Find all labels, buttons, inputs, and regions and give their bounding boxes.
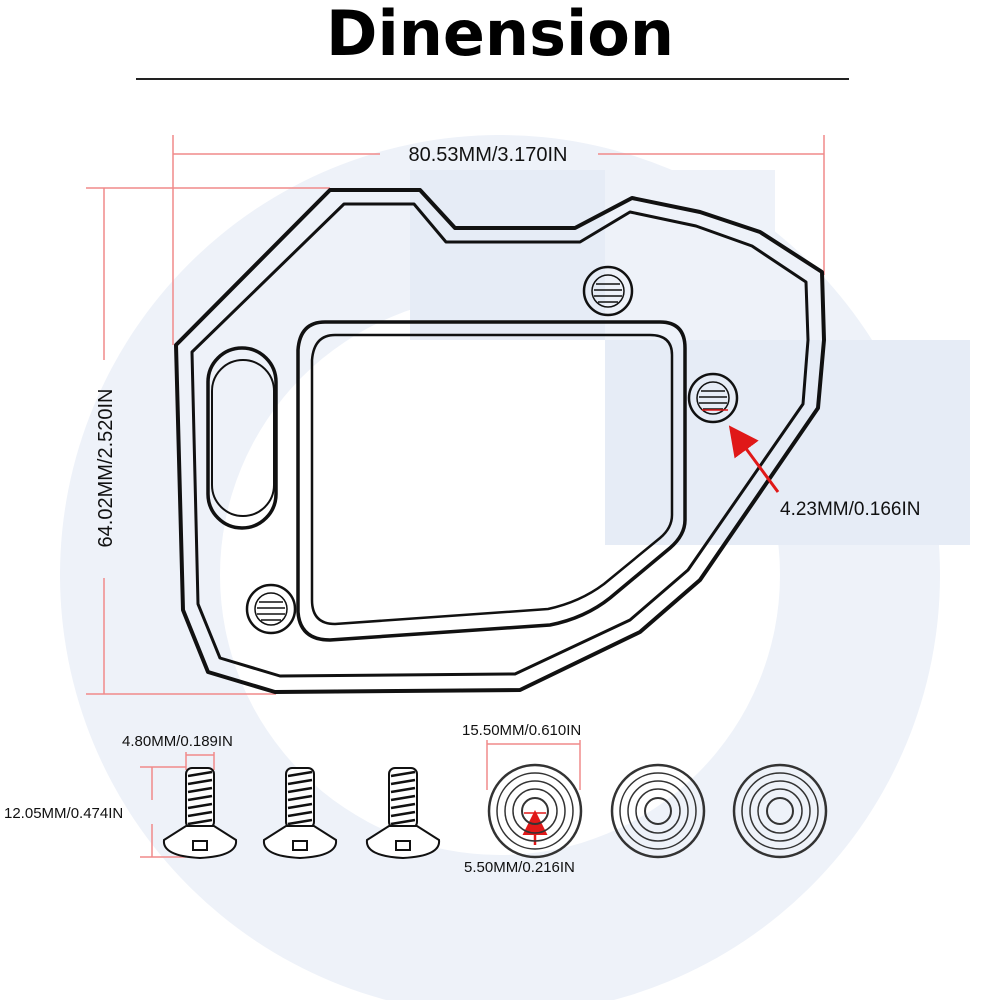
threaded-hole <box>687 372 739 424</box>
screw <box>262 767 338 860</box>
threaded-hole <box>582 265 634 317</box>
washer-inner-label: 5.50MM/0.216IN <box>464 859 575 876</box>
page-title: Dinension <box>326 0 674 70</box>
screw <box>365 767 441 860</box>
threaded-hole <box>245 583 297 635</box>
washer-dimensions: 15.50MM/0.610IN 5.50MM/0.216IN <box>462 722 581 876</box>
title-divider <box>136 78 849 80</box>
width-label: 80.53MM/3.170IN <box>409 144 568 166</box>
height-label: 64.02MM/2.520IN <box>95 389 117 548</box>
width-dimension: 80.53MM/3.170IN <box>172 135 825 345</box>
washer <box>487 763 583 859</box>
washer <box>610 763 706 859</box>
screw <box>162 767 238 860</box>
screw-head-label: 4.80MM/0.189IN <box>122 733 233 750</box>
washer-outer-label: 15.50MM/0.610IN <box>462 722 581 739</box>
screw-length-label: 12.05MM/0.474IN <box>4 805 123 822</box>
hole-dimension: 4.23MM/0.166IN <box>702 409 920 520</box>
height-dimension: 64.02MM/2.520IN <box>86 187 330 695</box>
hole-label: 4.23MM/0.166IN <box>780 499 920 520</box>
screw-dimensions: 4.80MM/0.189IN 12.05MM/0.474IN <box>4 733 233 858</box>
kickstand-plate <box>174 188 826 694</box>
washer <box>732 763 828 859</box>
